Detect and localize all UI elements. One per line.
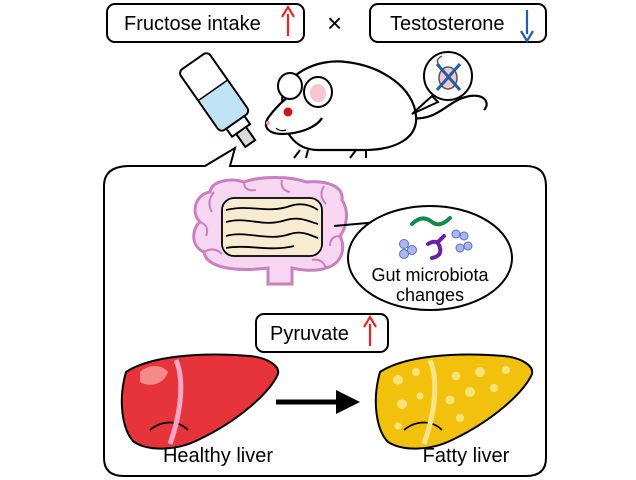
healthy-liver-label: Healthy liver	[163, 445, 273, 467]
microbiota-label-line2: changes	[396, 285, 464, 305]
times-symbol: ×	[327, 8, 342, 38]
fructose-intake-label: Fructose intake	[124, 13, 261, 35]
testosterone-label: Testosterone	[390, 13, 505, 35]
mouse-icon	[264, 60, 488, 159]
microbiota-label-line1: Gut microbiota	[371, 265, 489, 285]
testosterone-box: Testosterone	[369, 3, 547, 44]
pyruvate-label: Pyruvate	[270, 323, 349, 345]
up-arrow-icon	[363, 314, 377, 346]
down-arrow-icon	[520, 10, 534, 44]
intestine-icon	[192, 176, 348, 286]
right-arrow-icon	[276, 390, 360, 414]
fatty-liver-label: Fatty liver	[423, 445, 510, 467]
fructose-intake-box: Fructose intake	[106, 3, 305, 43]
crossed-testis-icon	[411, 51, 473, 115]
pyruvate-box: Pyruvate	[255, 313, 389, 353]
microbiota-bubble: Gut microbiota changes	[333, 205, 513, 311]
up-arrow-icon	[281, 4, 295, 36]
water-bottle-icon	[179, 52, 257, 149]
fatty-liver-icon	[374, 353, 534, 450]
microbes-icon	[399, 216, 473, 260]
healthy-liver-icon	[120, 353, 280, 450]
